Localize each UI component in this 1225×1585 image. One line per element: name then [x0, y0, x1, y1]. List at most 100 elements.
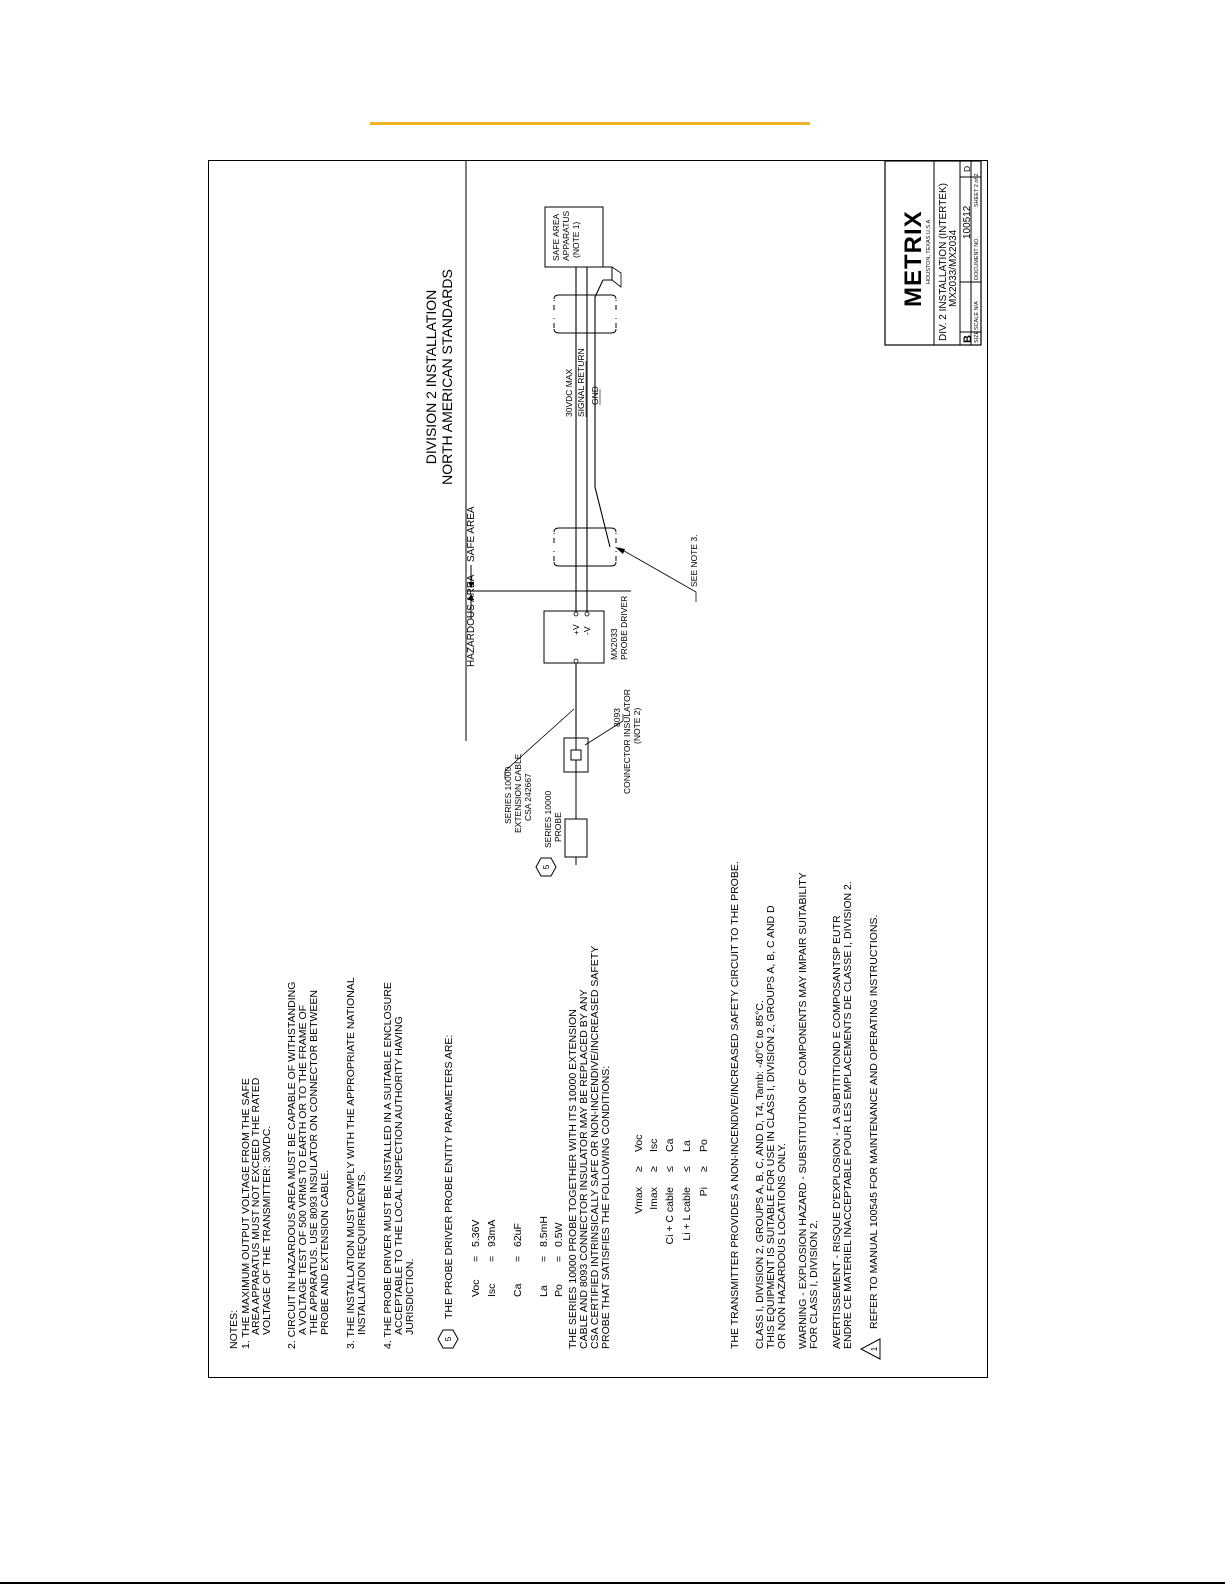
svg-text:FOR CLASS I, DIVISION 2.: FOR CLASS I, DIVISION 2. — [808, 1220, 820, 1349]
arrow-left-icon — [468, 582, 474, 588]
svg-text:SCALE N/A: SCALE N/A — [974, 301, 980, 330]
svg-text:Isc: Isc — [486, 1284, 498, 1297]
svg-text:3. THE INSTALLATION MUST COMP: 3. THE INSTALLATION MUST COMPLY WITH THE… — [345, 977, 357, 1349]
installation-diagram: DIVISION 2 INSTALLATION NORTH AMERICAN S… — [423, 161, 699, 877]
svg-text:8.5mH: 8.5mH — [538, 1216, 550, 1247]
svg-text:Voc: Voc — [470, 1279, 482, 1297]
drawing-models: MX2033/MX2034 — [948, 229, 959, 307]
apparatus-box — [544, 206, 604, 268]
svg-text:≥: ≥ — [648, 1166, 660, 1172]
svg-text:Imax: Imax — [648, 1186, 660, 1210]
leader-line — [584, 720, 624, 746]
ground-icon — [611, 266, 622, 288]
entity-parameters: Voc = 5.36V Isc = 93mA Ca = 62uF La = 8.… — [470, 1216, 565, 1297]
svg-text:=: = — [538, 1256, 550, 1262]
svg-text:5.36V: 5.36V — [470, 1220, 482, 1247]
accent-rule — [370, 122, 810, 125]
sheet-number: SHEET 2 of 2 — [974, 173, 980, 207]
series-10000-probe: 5 SERIES 10000 PROBE — [535, 772, 588, 877]
probe-conditions: Vmax ≥ Voc Imax ≥ Isc Ci + C cable ≤ Ca … — [633, 1134, 710, 1244]
leader-line — [618, 547, 697, 593]
svg-text:EXTENSION CABLE: EXTENSION CABLE — [513, 753, 523, 833]
svg-text:Isc: Isc — [648, 1139, 660, 1152]
series-10000-text: THE SERIES 10000 PROBE TOGETHER WITH ITS… — [567, 946, 612, 1349]
svg-text:CSA CERTIFIED INTRINSICALLY SA: CSA CERTIFIED INTRINSICALLY SAFE OR NON-… — [589, 946, 601, 1349]
svg-text:≥: ≥ — [633, 1166, 645, 1172]
label-gnd: GND — [590, 386, 600, 405]
mx2033-probe-driver: +V -V MX2033 PROBE DRIVER — [543, 596, 629, 664]
class-rating-text: CLASS I, DIVISION 2, GROUPS A, B, C, AND… — [754, 905, 788, 1349]
svg-text:1. THE MAXIMUM OUTPUT VOLTAGE: 1. THE MAXIMUM OUTPUT VOLTAGE FROM THE S… — [240, 1078, 252, 1349]
notes-block: NOTES: 1. THE MAXIMUM OUTPUT VOLTAGE FRO… — [228, 861, 881, 1360]
svg-text:CLASS I, DIVISION 2, GROUPS A,: CLASS I, DIVISION 2, GROUPS A, B, C, AND… — [754, 1000, 766, 1349]
note-3: 3. THE INSTALLATION MUST COMPLY WITH THE… — [345, 977, 368, 1349]
pentagon-marker-icon — [437, 1329, 459, 1349]
svg-text:Ca: Ca — [512, 1283, 524, 1297]
svg-text:93mA: 93mA — [486, 1220, 498, 1247]
svg-text:Ca: Ca — [664, 1138, 676, 1152]
svg-text:PROBE DRIVER: PROBE DRIVER — [619, 596, 629, 660]
svg-text:4. THE PROBE DRIVER MUST BE I: 4. THE PROBE DRIVER MUST BE INSTALLED IN… — [382, 982, 394, 1349]
svg-text:=: = — [553, 1256, 565, 1262]
title-block: METRIX HOUSTON, TEXAS U.S.A. DIV. 2 INST… — [884, 161, 982, 346]
safe-area-label: SAFE AREA — [466, 506, 477, 562]
svg-text:La: La — [681, 1140, 693, 1152]
svg-text:-V: -V — [582, 626, 592, 635]
svg-text:A VOLTAGE TEST OF 500 VRMS TO: A VOLTAGE TEST OF 500 VRMS TO EARTH OR T… — [297, 1005, 309, 1335]
svg-text:AREA APPARATUS MUST NOT EXCEED: AREA APPARATUS MUST NOT EXCEED THE RATED — [250, 1077, 262, 1335]
svg-text:=: = — [486, 1256, 498, 1262]
svg-text:INSTALLATION REQUIREMENTS.: INSTALLATION REQUIREMENTS. — [356, 1171, 368, 1335]
svg-text:THE SERIES 10000 PROBE TOGETHE: THE SERIES 10000 PROBE TOGETHER WITH ITS… — [567, 1009, 579, 1349]
notes-heading: NOTES: — [228, 1310, 240, 1349]
connector-insulator: 8093 CONNECTOR INSULATOR (NOTE 2) — [563, 689, 642, 794]
cable-shield-2 — [553, 294, 617, 334]
warning-text: WARNING - EXPLOSION HAZARD - SUBSTITUTIO… — [797, 872, 820, 1349]
svg-text:5: 5 — [443, 1336, 453, 1341]
page-bottom-rule — [0, 1582, 1225, 1584]
svg-text:Li + L cable: Li + L cable — [681, 1187, 693, 1241]
svg-text:JURISDICTION.: JURISDICTION. — [404, 1259, 416, 1335]
diagram-subtitle: NORTH AMERICAN STANDARDS — [439, 269, 455, 485]
svg-text:Po: Po — [698, 1139, 710, 1152]
svg-text:PROBE THAT SATISFIES THE FOLLO: PROBE THAT SATISFIES THE FOLLOWING CONDI… — [600, 1066, 612, 1349]
svg-text:APPARATUS: APPARATUS — [561, 210, 571, 261]
note-4: 4. THE PROBE DRIVER MUST BE INSTALLED IN… — [382, 982, 416, 1349]
revision-value: D — [962, 166, 972, 172]
svg-text:ENDRE CE MATERIEL INACCEPTABLE: ENDRE CE MATERIEL INACCEPTABLE POUR LES … — [842, 881, 854, 1349]
extension-cable-label: SERIES 10000 EXTENSION CABLE CSA 242667 — [503, 708, 575, 833]
company-location: HOUSTON, TEXAS U.S.A. — [926, 218, 932, 284]
arrow-icon — [615, 547, 625, 554]
svg-text:THE APPARATUS. USE 8093 INSUL: THE APPARATUS. USE 8093 INSULATOR ON CON… — [308, 990, 320, 1335]
see-note-3-callout: SEE NOTE 3. — [615, 535, 699, 602]
refer-note: 1 REFER TO MANUAL 100545 FOR MAINTENANCE… — [859, 915, 881, 1360]
svg-text:(NOTE 2): (NOTE 2) — [632, 707, 642, 744]
svg-text:La: La — [538, 1285, 550, 1297]
title-block-frame — [884, 161, 982, 346]
svg-text:≥: ≥ — [698, 1166, 710, 1172]
pentagon-marker-icon — [535, 857, 557, 877]
note-5-heading: THE PROBE DRIVER PROBE ENTITY PARAMETERS… — [443, 1035, 455, 1319]
svg-text:PROBE: PROBE — [553, 812, 563, 842]
svg-text:VOLTAGE OF THE TRANSMITTER:: VOLTAGE OF THE TRANSMITTER: 30VDC. — [261, 1126, 273, 1335]
svg-text:WARNING - EXPLOSION HAZARD - S: WARNING - EXPLOSION HAZARD - SUBSTITUTIO… — [797, 872, 809, 1349]
svg-text:Voc: Voc — [633, 1134, 645, 1152]
svg-text:=: = — [470, 1256, 482, 1262]
svg-text:PROBE AND EXTENSION CABLE.: PROBE AND EXTENSION CABLE. — [319, 1170, 331, 1335]
svg-text:CABLE AND 8093 CONNECTOR INSUL: CABLE AND 8093 CONNECTOR INSULATOR MAY B… — [578, 990, 590, 1349]
svg-text:2. CIRCUIT IN HAZARDOUS AREA M: 2. CIRCUIT IN HAZARDOUS AREA MUST BE CAP… — [286, 982, 298, 1349]
drawing-number: 100512 — [962, 205, 973, 239]
svg-text:≤: ≤ — [664, 1166, 676, 1172]
svg-text:(NOTE 1): (NOTE 1) — [571, 221, 581, 258]
svg-text:SERIES 10000: SERIES 10000 — [543, 791, 553, 848]
svg-text:Po: Po — [553, 1284, 565, 1297]
svg-text:Vmax: Vmax — [633, 1186, 645, 1214]
driver-box — [543, 610, 605, 664]
terminal-plus-v — [573, 611, 579, 617]
rotated-drawing: NOTES: 1. THE MAXIMUM OUTPUT VOLTAGE FRO… — [209, 161, 987, 1377]
svg-text:SIZE: SIZE — [974, 330, 980, 343]
svg-text:AVERTISSEMENT - RISQUE D'EXPLO: AVERTISSEMENT - RISQUE D'EXPLOSION - LA … — [831, 915, 843, 1349]
drawing-canvas: NOTES: 1. THE MAXIMUM OUTPUT VOLTAGE FRO… — [228, 161, 982, 1360]
avertissement-text: AVERTISSEMENT - RISQUE D'EXPLOSION - LA … — [831, 881, 854, 1349]
revision-triangle-icon — [859, 1338, 881, 1360]
svg-text:MX2033: MX2033 — [609, 628, 619, 660]
